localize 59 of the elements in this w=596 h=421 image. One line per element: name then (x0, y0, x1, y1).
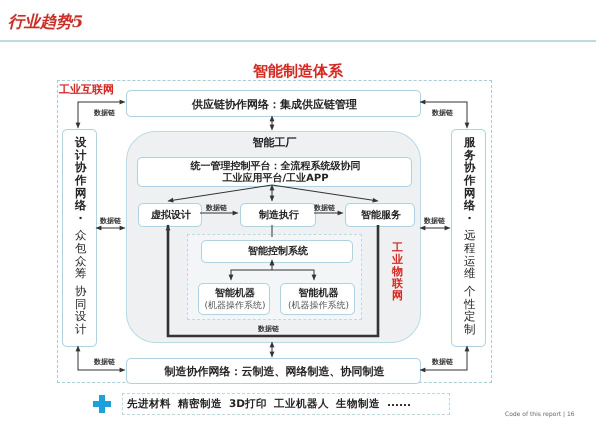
box-label: 智能机器 (298, 288, 338, 300)
arrow (419, 226, 451, 230)
arrow (419, 345, 470, 372)
frame-title: 工业互联网 (59, 82, 114, 97)
technology-bar (122, 393, 450, 415)
box-subtitle: (机器操作系统) (204, 300, 266, 312)
box-label: 制造执行 (259, 210, 299, 222)
process-box (137, 157, 412, 187)
factory-heading: 智能工厂 (252, 135, 298, 150)
process-box (126, 90, 421, 117)
page-heading: 行业趋势5 (8, 12, 84, 33)
process-box (126, 358, 421, 384)
box-label: 工业应用平台/工业APP (222, 173, 329, 186)
process-box (345, 203, 415, 227)
technology-item: 工业机器人 (274, 397, 330, 411)
process-box (138, 203, 202, 227)
technology-item: 先进材料 (127, 397, 171, 411)
arrow (95, 226, 126, 230)
box-label: 智能控制系统 (248, 246, 308, 259)
arrow (166, 224, 380, 338)
box-label: 供应链协作网络：集成供应链管理 (192, 98, 357, 112)
box-label: 统一管理控制平台：全流程系统级协同 (190, 160, 360, 172)
network-item: 个性定制 (464, 285, 476, 336)
process-box (198, 283, 270, 315)
network-heading: 设计协作网络· (74, 136, 86, 224)
technology-item: 3D打印 (229, 397, 268, 411)
side-label: 工业物联网 (392, 242, 403, 302)
box-label: 智能机器 (215, 288, 255, 300)
technology-item: ...... (387, 397, 411, 411)
arrow (314, 210, 344, 216)
process-box (201, 240, 353, 263)
process-box (280, 283, 355, 315)
box-label: 虚拟设计 (151, 210, 191, 222)
process-box (240, 203, 316, 227)
arrow (200, 210, 239, 216)
arrow (272, 184, 379, 203)
process-box (62, 129, 97, 347)
technology-item: 精密制造 (178, 397, 222, 411)
arrow (270, 259, 316, 281)
process-box (451, 129, 486, 347)
box-label: 智能服务 (361, 210, 401, 222)
arrow (76, 345, 126, 372)
network-frame (57, 80, 492, 383)
network-item: 众包众筹 (74, 229, 86, 280)
factory-panel (126, 131, 421, 343)
arrow (419, 100, 470, 129)
network-item: 远程运维 (464, 229, 476, 280)
arrow (167, 184, 272, 203)
diagram-title: 智能制造体系 (252, 62, 344, 81)
network-heading: 服务协作网络· (464, 136, 476, 224)
arrow (270, 115, 274, 131)
control-area (187, 234, 362, 320)
arrow (270, 341, 274, 358)
box-subtitle: (机器操作系统) (288, 300, 350, 312)
arrow (270, 184, 274, 202)
box-label: 制造协作网络：云制造、网络制造、协同制造 (164, 365, 384, 379)
arrow (76, 100, 126, 129)
network-item: 协同设计 (74, 285, 86, 336)
technology-item: 生物制造 (336, 397, 380, 411)
